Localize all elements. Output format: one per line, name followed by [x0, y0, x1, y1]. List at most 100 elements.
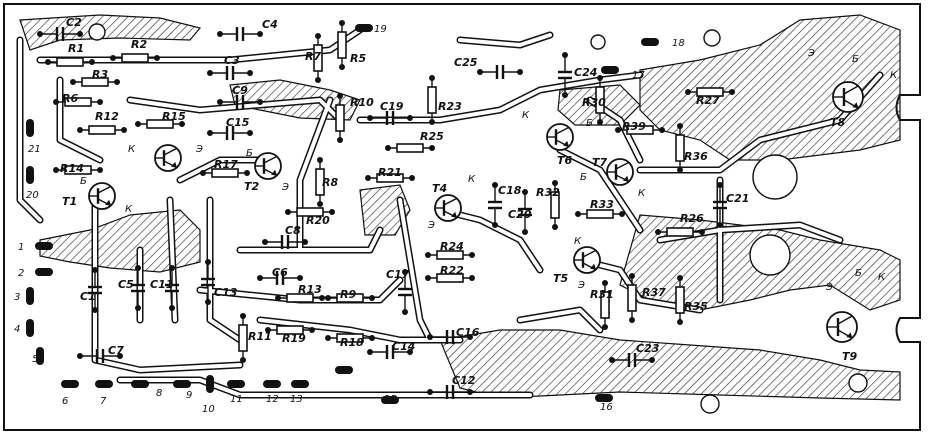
solder-point	[77, 353, 83, 359]
solder-point	[685, 89, 691, 95]
resistor-body	[675, 134, 685, 162]
resistor-r35: R35	[675, 275, 708, 325]
solder-point	[240, 357, 246, 363]
pad-label-10: 10	[202, 404, 215, 415]
capacitor-label-c25: C25	[454, 56, 478, 69]
resistor-r32: R32	[536, 180, 560, 230]
transistor-emitter-arrow	[105, 199, 112, 206]
resistor-r33: R33	[575, 198, 625, 219]
pad-3: 3	[14, 287, 34, 305]
resistor-r25: R25	[385, 130, 444, 153]
resistor-label-r14: R14	[60, 162, 84, 175]
transistor-collector-lead	[163, 147, 178, 156]
resistor-label-r13: R13	[298, 283, 322, 296]
transistor-pin-t5-k: К	[574, 236, 582, 247]
solder-point	[602, 324, 608, 330]
capacitor-c17: C17	[386, 268, 412, 315]
pad-label-14: 14	[340, 366, 353, 377]
resistor-body	[336, 293, 364, 303]
transistor-label-t8: T8	[830, 116, 846, 129]
capacitor-c12: C12	[427, 374, 476, 399]
solder-point	[649, 357, 655, 363]
solder-point	[154, 55, 160, 61]
hole-small-4	[88, 23, 106, 41]
hole-large-2	[749, 234, 791, 276]
resistor-label-r32: R32	[536, 186, 560, 199]
capacitor-label-c21: C21	[726, 192, 749, 205]
resistor-label-r31: R31	[590, 288, 614, 301]
resistor-r7: R7	[305, 33, 323, 83]
resistor-body	[666, 227, 694, 237]
solder-point	[217, 99, 223, 105]
resistor-body	[550, 191, 560, 219]
resistor-body	[315, 168, 325, 196]
solder-point	[77, 127, 83, 133]
solder-point	[477, 69, 483, 75]
resistor-label-r9: R9	[340, 288, 356, 301]
pad-label-1: 1	[18, 242, 24, 253]
pad-label-12: 12	[266, 394, 279, 405]
resistor-label-r6: R6	[62, 92, 78, 105]
solder-point	[97, 167, 103, 173]
pad-body	[641, 38, 659, 46]
transistor-emitter-arrow	[451, 211, 458, 218]
solder-point	[659, 127, 665, 133]
resistor-r12: R12	[77, 110, 127, 135]
capacitor-label-c11: C11	[150, 278, 173, 291]
transistor-label-t4: T4	[432, 182, 447, 195]
copper-area-bottom	[439, 329, 901, 401]
pad-18: 18	[641, 38, 685, 49]
resistor-label-r7: R7	[305, 50, 321, 63]
transistor-pin-t6-k: К	[522, 110, 530, 121]
solder-point	[89, 59, 95, 65]
solder-point	[262, 239, 268, 245]
resistor-body	[427, 86, 437, 114]
pad-label-20: 20	[26, 190, 39, 201]
solder-point	[717, 222, 723, 228]
transistor-pin-t8-b: Б	[852, 54, 859, 65]
solder-point	[53, 167, 59, 173]
solder-point	[337, 137, 343, 143]
resistor-r37: R37	[627, 273, 666, 323]
resistor-r22: R22	[425, 264, 475, 283]
capacitor-c20: C20	[508, 189, 532, 235]
resistor-r15: R15	[135, 110, 186, 129]
solder-point	[325, 335, 331, 341]
capacitor-label-c1: C1	[80, 290, 96, 303]
pad-4: 4	[14, 319, 34, 337]
mounting-holes	[88, 23, 868, 414]
solder-point	[407, 349, 413, 355]
transistor-pin-t7-k: К	[638, 188, 646, 199]
solder-point	[562, 92, 568, 98]
capacitor-label-c16: C16	[456, 326, 480, 339]
resistor-body	[64, 97, 92, 107]
pad-9: 9	[173, 380, 192, 401]
capacitor-label-c18: C18	[498, 184, 522, 197]
transistor-pin-t3-k: К	[128, 144, 136, 155]
solder-point	[257, 275, 263, 281]
solder-point	[37, 31, 43, 37]
solder-point	[677, 319, 683, 325]
solder-point	[409, 175, 415, 181]
solder-point	[562, 52, 568, 58]
pad-body	[601, 66, 619, 74]
solder-point	[240, 313, 246, 319]
pad-label-6: 6	[62, 396, 68, 407]
solder-point	[317, 157, 323, 163]
capacitor-label-c24: C24	[574, 66, 597, 79]
solder-point	[275, 295, 281, 301]
pad-7: 7	[95, 380, 113, 407]
pad-body	[595, 394, 613, 402]
resistor-body	[121, 53, 149, 63]
solder-point	[339, 20, 345, 26]
solder-point	[302, 239, 308, 245]
resistor-r26: R26	[655, 212, 705, 237]
capacitor-c4: C4	[217, 18, 278, 41]
resistor-body	[337, 31, 347, 59]
solder-point	[179, 121, 185, 127]
transistor-emitter-arrow	[852, 102, 859, 109]
